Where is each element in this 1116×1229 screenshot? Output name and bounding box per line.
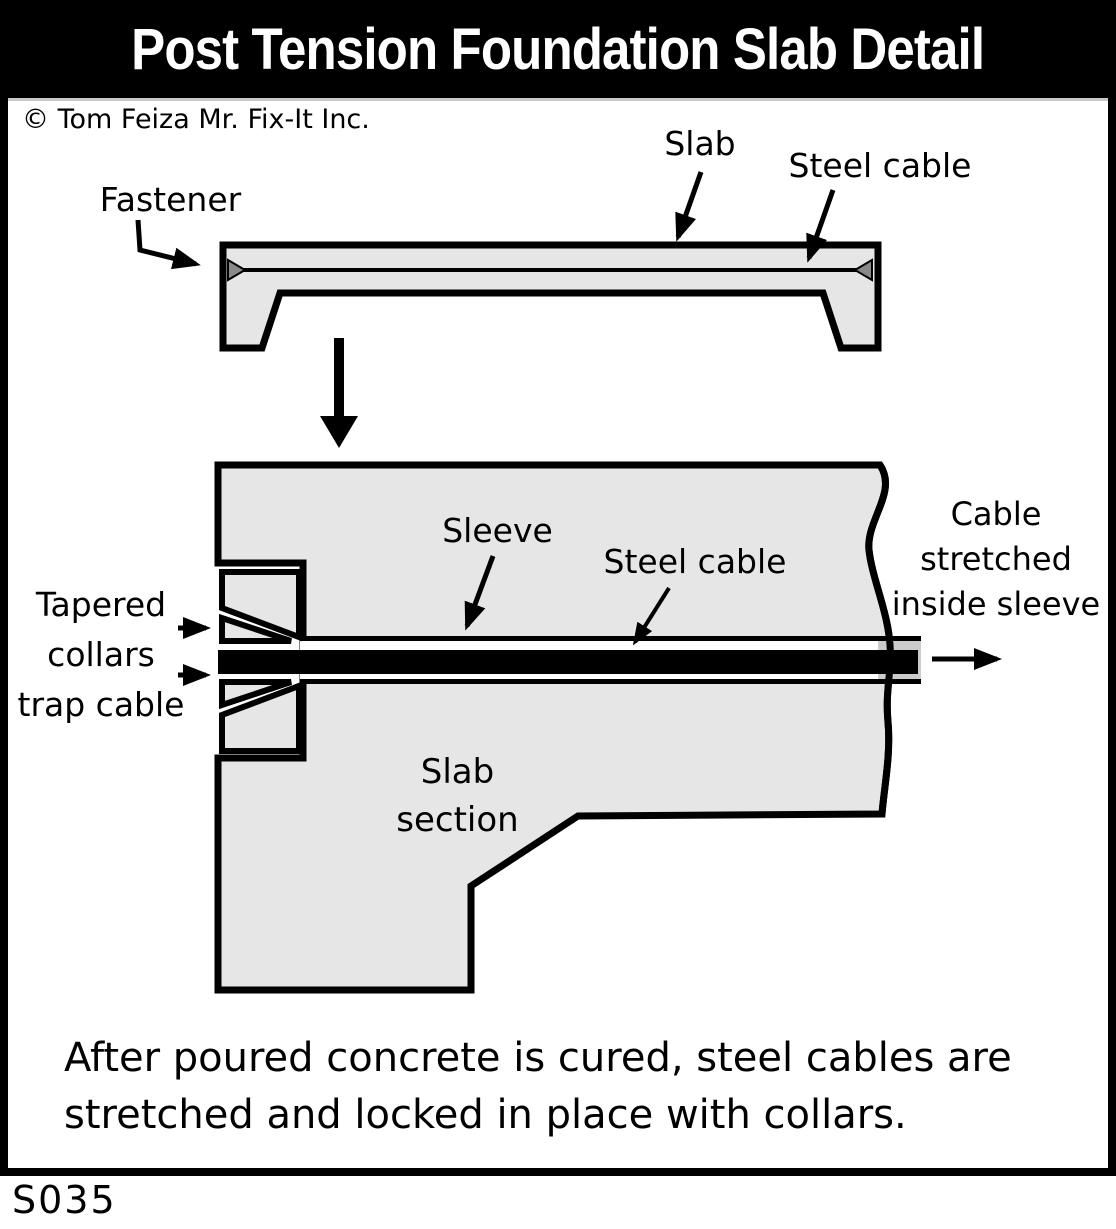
cable-stretched-label: Cable stretched inside sleeve xyxy=(888,492,1104,627)
copyright-text: © Tom Feiza Mr. Fix-It Inc. xyxy=(22,104,370,135)
caption-line-1: After poured concrete is cured, steel ca… xyxy=(64,1035,1012,1081)
title-separator xyxy=(0,98,1116,101)
fastener-wedge-left xyxy=(227,258,247,282)
cable-stretched-line-1: Cable xyxy=(950,495,1042,533)
slab-section-label: Slab section xyxy=(375,748,540,844)
steel-cable-top-label: Steel cable xyxy=(788,146,972,185)
steel-cable-top-leader-arrow-icon xyxy=(806,189,836,263)
tapered-line-3: trap cable xyxy=(17,685,185,724)
cable-stretched-line-2: stretched xyxy=(920,540,1072,578)
diagram-frame xyxy=(0,98,1116,1176)
fastener-label: Fastener xyxy=(99,180,242,219)
tapered-collars-label: Tapered collars trap cable xyxy=(8,580,194,730)
tapered-line-1: Tapered xyxy=(35,585,167,624)
collar-lower-body xyxy=(219,681,302,754)
collar-lower-wedge xyxy=(219,679,292,710)
down-arrow-icon xyxy=(320,338,358,448)
fastener-wedge-right xyxy=(853,258,873,282)
top-slab-shape xyxy=(219,241,882,352)
collar-upper-wedge xyxy=(219,613,292,644)
slab-section-line-2: section xyxy=(396,800,519,840)
steel-cable-mid-leader-arrow-icon xyxy=(632,586,671,646)
steel-cable xyxy=(218,650,918,674)
slab-leader-arrow-icon xyxy=(675,171,704,242)
sleeve-leader-arrow-icon xyxy=(464,555,496,631)
page-title: Post Tension Foundation Slab Detail xyxy=(131,16,986,82)
caption-text: After poured concrete is cured, steel ca… xyxy=(64,1030,1012,1144)
diagram-code: S035 xyxy=(12,1178,117,1222)
title-bar: Post Tension Foundation Slab Detail xyxy=(0,0,1116,98)
collar-upper-body xyxy=(219,569,302,642)
fastener-leader-arrow-icon xyxy=(135,219,201,270)
sleeve-label: Sleeve xyxy=(442,511,553,550)
cable-stretched-line-3: inside sleeve xyxy=(891,585,1101,623)
slab-section-line-1: Slab xyxy=(420,752,495,792)
tapered-line-2: collars xyxy=(47,635,155,674)
caption-line-2: stretched and locked in place with colla… xyxy=(64,1092,907,1138)
steel-cable-mid-label: Steel cable xyxy=(603,542,787,581)
slab-label: Slab xyxy=(664,124,736,163)
break-line xyxy=(865,463,894,815)
